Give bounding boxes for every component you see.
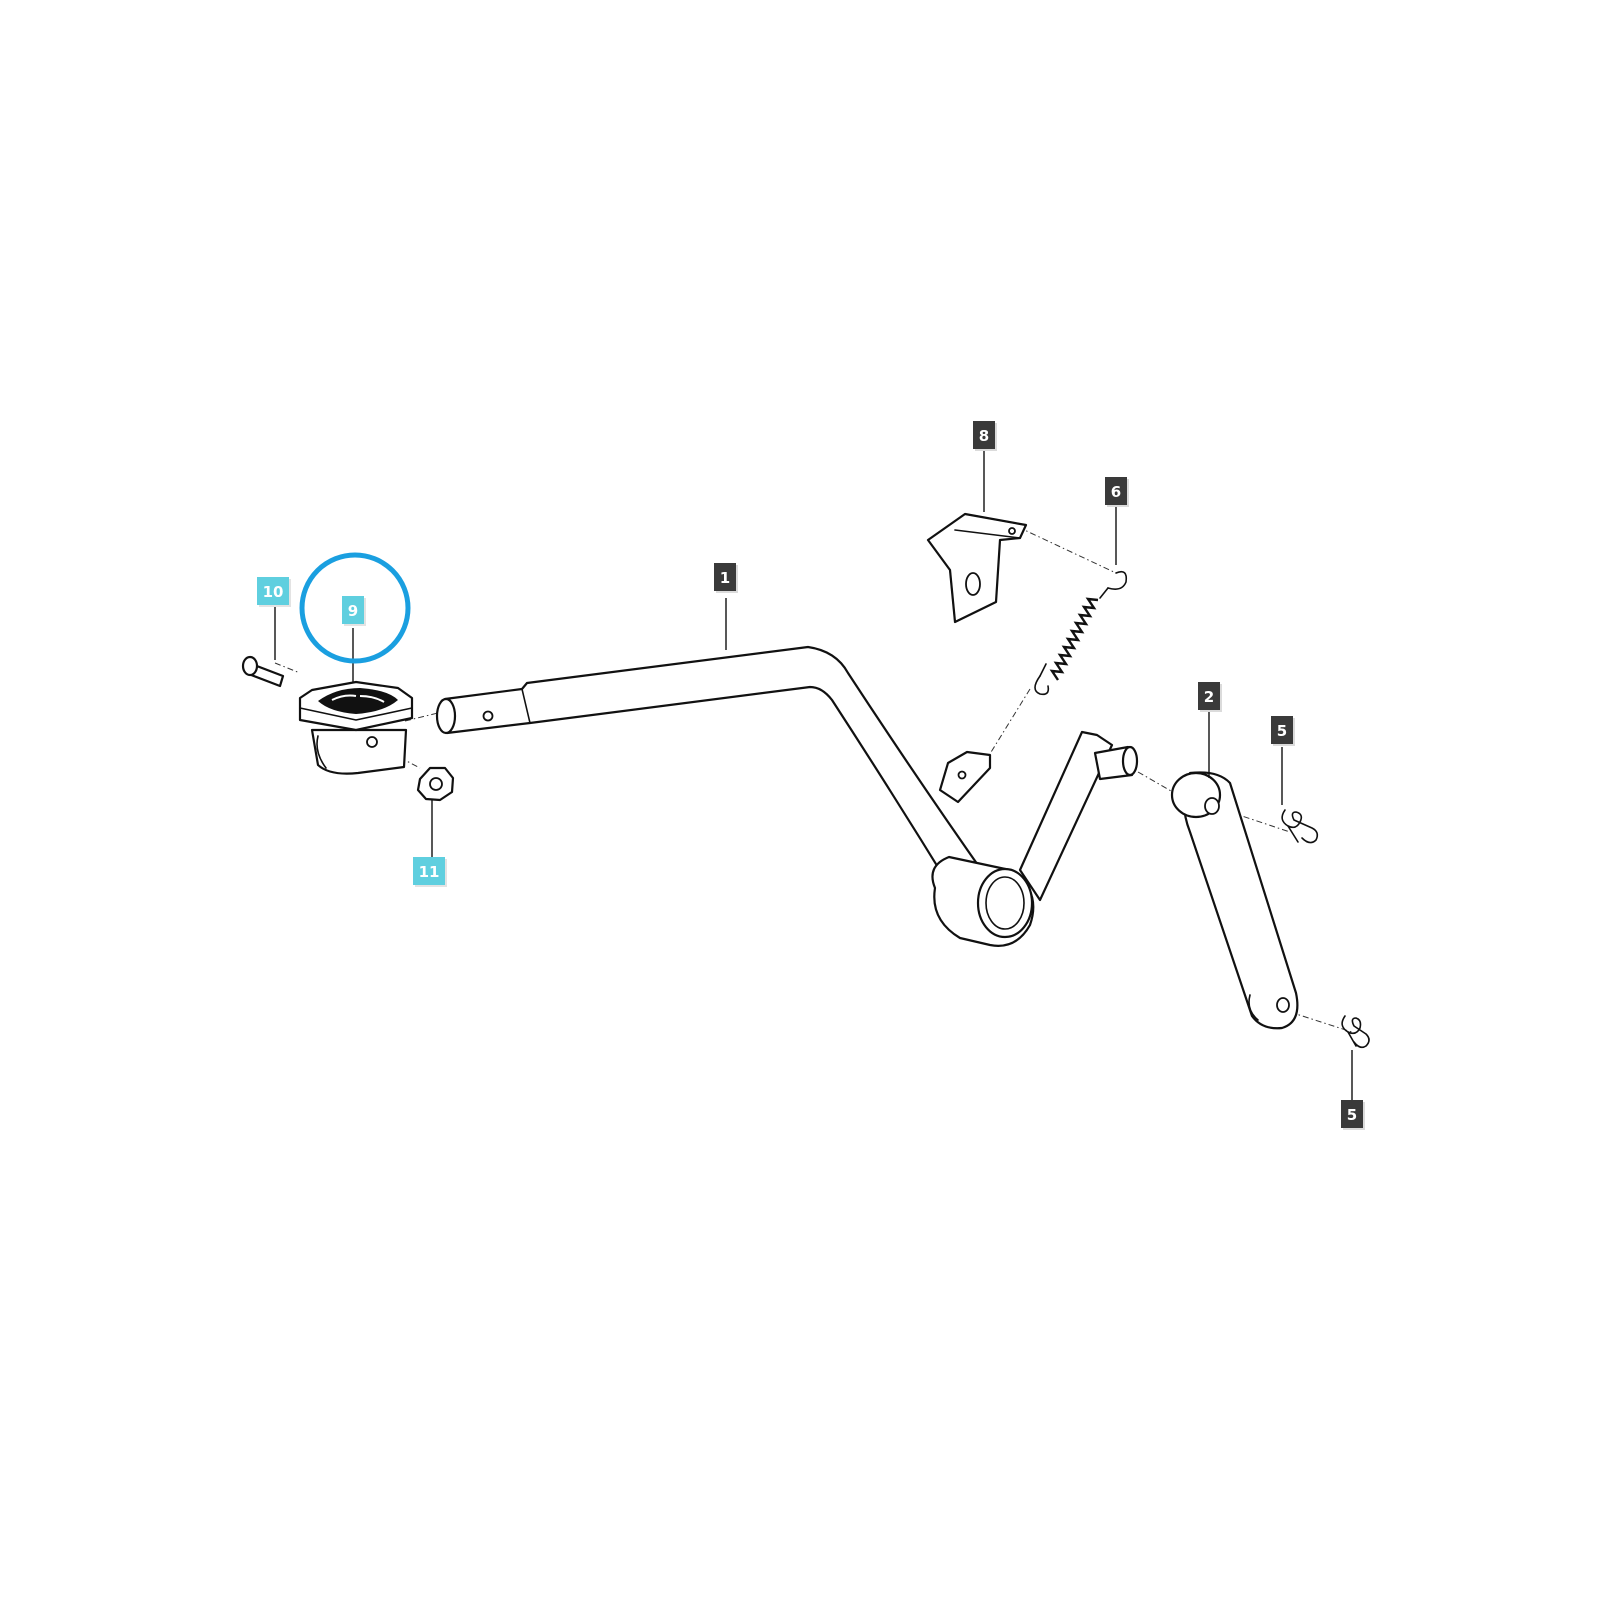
callout-number: 1 — [720, 569, 730, 587]
callout-number: 5 — [1347, 1106, 1357, 1124]
callout-number: 5 — [1277, 722, 1287, 740]
callout-box — [257, 577, 289, 605]
leader-lines — [274, 451, 1353, 1100]
pedal-pad-part — [298, 680, 414, 775]
link-plate-part — [1170, 771, 1299, 1030]
pedal-rod-part — [435, 645, 1139, 947]
callout-11: 11 — [413, 857, 447, 887]
extension-spring-part — [1034, 570, 1128, 696]
callout-number: 2 — [1204, 688, 1214, 706]
callout-number: 10 — [263, 583, 284, 601]
callout-5-lower: 5 — [1341, 1100, 1365, 1130]
callout-box — [1105, 477, 1127, 505]
callout-box — [342, 596, 364, 624]
nut-part — [416, 766, 455, 802]
focus-highlight-circle — [299, 552, 411, 664]
callout-2: 2 — [1198, 682, 1222, 712]
callout-10: 10 — [257, 577, 291, 607]
callout-1: 1 — [714, 563, 738, 593]
bolt-part — [241, 655, 285, 688]
callout-box — [413, 857, 445, 885]
callout-number: 6 — [1111, 483, 1121, 501]
callout-8: 8 — [973, 421, 997, 451]
hairpin-clip-lower-part — [1341, 1015, 1370, 1049]
callout-box — [1198, 682, 1220, 710]
callout-box — [973, 421, 995, 449]
mounting-bracket-part — [926, 512, 1028, 624]
hairpin-clip-upper-part — [1281, 809, 1319, 844]
callout-9: 9 — [342, 596, 366, 626]
callout-5-upper: 5 — [1271, 716, 1295, 746]
callout-number: 11 — [419, 863, 440, 881]
callout-6: 6 — [1105, 477, 1129, 507]
callout-box — [1341, 1100, 1363, 1128]
callout-box — [1271, 716, 1293, 744]
callout-number: 8 — [979, 427, 989, 445]
assembly-lines — [274, 526, 1353, 1033]
callout-box — [714, 563, 736, 591]
callout-number: 9 — [348, 602, 358, 620]
